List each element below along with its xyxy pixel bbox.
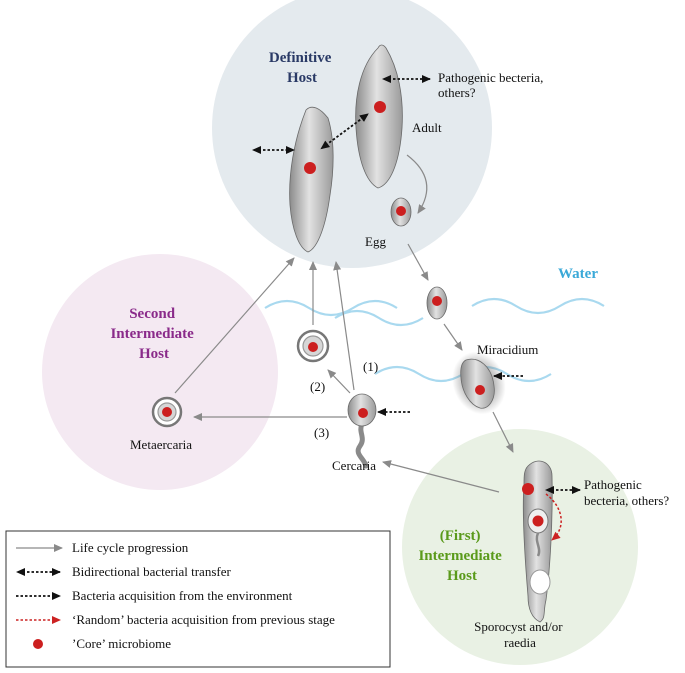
definitive-host-title: Definitive Host [269,50,335,86]
random-acquisition-arrow [545,493,562,541]
adult-label: Adult [412,120,442,135]
inner-larva-tail [535,532,541,557]
route-2-label: (2) [310,379,325,394]
legend-label: ’Core’ microbiome [72,636,171,651]
core-microbiome-dot [432,296,442,306]
route-3-label: (3) [314,425,329,440]
pathogenic-label-top: Pathogenic becteria, others? [438,70,547,100]
egg-to-miracidium-arrow [443,323,463,351]
bidirectional-transfer-arrow [320,113,369,150]
cercaria-to-adult-route1-arrow [333,261,355,391]
core-microbiome-dot [522,483,534,495]
core-microbiome-dot [358,408,368,418]
egg-label: Egg [365,234,386,249]
core-microbiome-dot [475,385,485,395]
metacercaria-to-adult-arrow [174,257,295,394]
adult-to-egg-arrow [406,154,428,214]
red-dot-icon [33,639,43,649]
legend-label: Life cycle progression [72,540,189,555]
route-1-label: (1) [363,359,378,374]
sporocyst-to-cercaria-arrow [382,460,500,493]
miracidium-label: Miracidium [477,342,538,357]
core-microbiome-dot [532,515,544,527]
legend-label: Bidirectional bacterial transfer [72,564,231,579]
core-microbiome-dot [162,407,172,417]
core-microbiome-dot [374,101,386,113]
cercaria-to-cyst-arrow [327,369,351,394]
core-microbiome-dot [308,342,318,352]
legend-box [5,530,391,668]
legend: Life cycle progression Bidirectional bac… [5,530,391,668]
second-host-title: Second Intermediate Host [110,306,197,362]
egg-to-water-arrow [407,243,429,281]
cercaria-tail [355,421,369,469]
water-label: Water [558,266,598,282]
second-host-circle [42,254,278,490]
pathogenic-label-right: Pathogenic becteria, others? [584,477,669,508]
legend-label: Bacteria acquisition from the environmen… [72,588,293,603]
miracidium [460,358,495,409]
legend-label: ‘Random’ bacteria acquisition from previ… [72,612,335,627]
first-host-title: (First) Intermediate Host [418,528,505,584]
germ-ball [529,569,551,595]
sporocyst-label: Sporocyst and/or raedia [474,619,566,650]
core-microbiome-dot [396,206,406,216]
definitive-host-circle [212,0,492,268]
life-cycle-arrows [174,154,514,493]
cercaria-label: Cercaria [332,458,376,473]
core-microbiome-dot [304,162,316,174]
miracidium-to-sporocyst-arrow [492,411,514,453]
metaercaria-label: Metaercaria [130,437,192,452]
